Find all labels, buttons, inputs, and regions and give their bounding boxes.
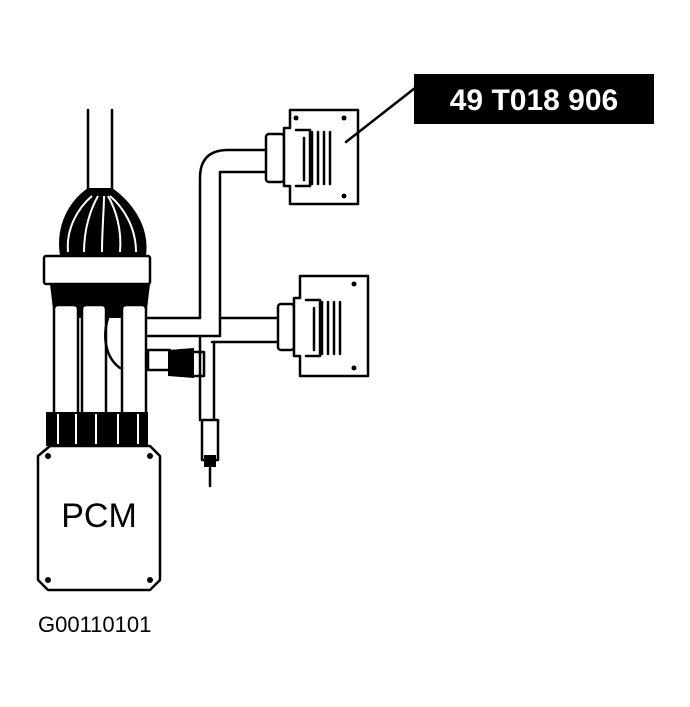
probe-pin bbox=[200, 418, 220, 488]
callout-box bbox=[414, 74, 654, 124]
main-cable bbox=[86, 108, 114, 192]
pcm-module bbox=[36, 444, 162, 592]
tester-harness bbox=[146, 148, 284, 422]
pcm-label: PCM bbox=[61, 497, 137, 535]
harness-clamp bbox=[42, 254, 152, 286]
lower-test-connector bbox=[276, 274, 370, 378]
connector-sleeves bbox=[52, 303, 148, 419]
callout-leader-line bbox=[344, 86, 417, 144]
callout-label: 49 T018 906 bbox=[450, 84, 618, 117]
check-connector bbox=[146, 348, 206, 378]
upper-test-connector bbox=[264, 108, 360, 206]
upper-wire-bundle bbox=[59, 188, 147, 255]
figure-id: G00110101 bbox=[38, 612, 151, 637]
